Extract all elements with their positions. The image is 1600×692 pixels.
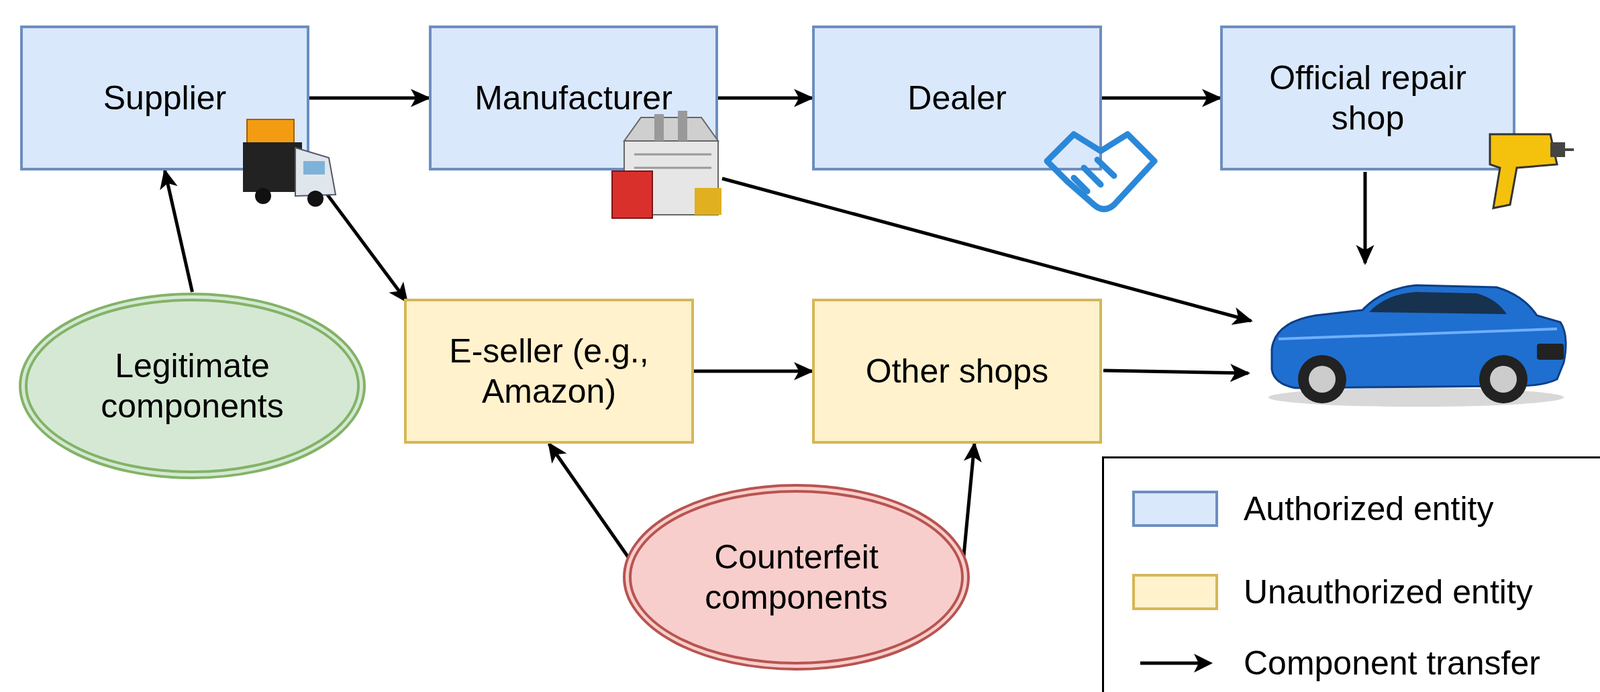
ellipse-outline <box>622 483 971 672</box>
transfer-arrow <box>1102 96 1221 100</box>
legend-label: Unauthorized entity <box>1243 572 1533 612</box>
legend-row: Component transfer <box>1132 642 1541 684</box>
transfer-arrow <box>963 443 975 559</box>
node-label: Other shops <box>865 351 1049 392</box>
node-label: Supplier <box>103 77 227 119</box>
legend-row: Authorized entity <box>1132 488 1494 529</box>
transfer-arrow <box>548 443 629 559</box>
legend-swatch <box>1132 573 1219 611</box>
car-arrow <box>1103 370 1249 374</box>
truck-icon <box>242 119 336 207</box>
transfer-arrow <box>309 170 407 302</box>
node-label: E-seller (e.g., Amazon) <box>434 330 664 412</box>
transfer-arrow <box>309 96 429 100</box>
legend-label: Authorized entity <box>1243 489 1494 529</box>
process-box: Manufacturer <box>428 25 719 171</box>
car-illustration <box>1268 285 1566 407</box>
node-label: Manufacturer <box>474 77 673 119</box>
ellipse-outline <box>18 291 367 480</box>
legend-arrow-sample <box>1132 649 1219 677</box>
car-arrow <box>1363 171 1368 264</box>
legend-row: Unauthorized entity <box>1132 571 1533 613</box>
process-box: Dealer <box>812 25 1103 171</box>
legend-box: Authorized entityUnauthorized entityComp… <box>1102 456 1600 692</box>
legend-swatch <box>1132 490 1219 527</box>
source-ellipse: Legitimate components <box>18 291 367 480</box>
process-box: E-seller (e.g., Amazon) <box>404 298 694 444</box>
process-box: Official repair shop <box>1220 25 1516 171</box>
transfer-arrow <box>693 369 813 374</box>
transfer-arrow <box>165 170 193 292</box>
legend-label: Component transfer <box>1243 643 1541 683</box>
transfer-arrow <box>718 96 813 100</box>
process-box: Other shops <box>812 298 1103 444</box>
handshake-icon <box>1046 134 1155 210</box>
source-ellipse: Counterfeit components <box>622 483 971 672</box>
factory-icon <box>612 110 722 219</box>
node-label: Legitimate components <box>81 345 304 427</box>
process-box: Supplier <box>20 25 310 171</box>
node-label: Official repair shop <box>1233 57 1503 139</box>
node-label: Counterfeit components <box>685 536 908 618</box>
node-label: Dealer <box>907 77 1007 119</box>
drill-icon <box>1489 134 1574 209</box>
